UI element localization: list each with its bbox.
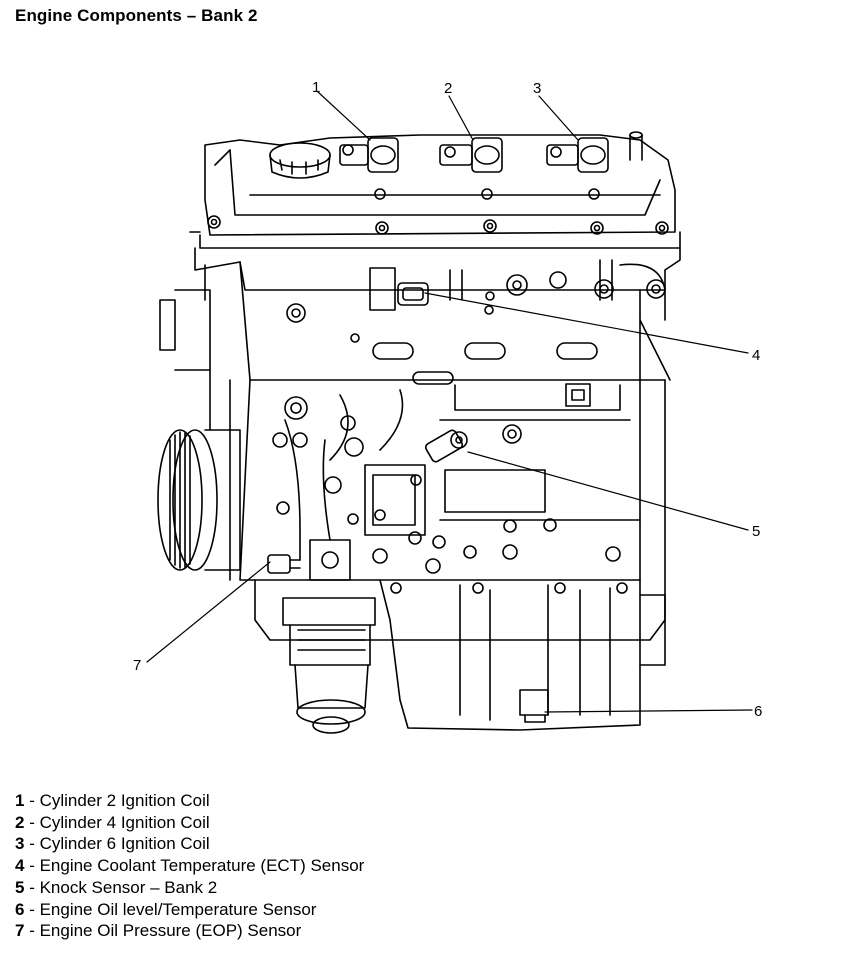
callout-2: 2 [444, 80, 452, 97]
legend-item: 2 - Cylinder 4 Ignition Coil [15, 812, 210, 832]
callout-7: 7 [133, 657, 141, 674]
cylinder-head [194, 247, 681, 385]
callout-3: 3 [533, 80, 541, 97]
legend-item: 4 - Engine Coolant Temperature (ECT) Sen… [15, 856, 365, 876]
oil-level-sensor [519, 689, 549, 723]
valve-cover [189, 134, 681, 249]
oil-pan [379, 579, 666, 731]
ignition-coil-3 [546, 137, 609, 173]
engine-block [239, 379, 666, 641]
page-title: Engine Components – Bank 2 [15, 6, 258, 25]
pcv-tube [629, 131, 643, 161]
knock-sensor [424, 429, 468, 463]
callout-6: 6 [754, 703, 762, 720]
legend-item: 6 - Engine Oil level/Temperature Sensor [15, 899, 317, 919]
legend-item: 5 - Knock Sensor – Bank 2 [15, 877, 218, 897]
engine-diagram: 1 2 3 4 5 6 7 [133, 79, 762, 734]
oil-filler-cap [269, 142, 331, 179]
oil-filter [282, 597, 376, 734]
callout-1: 1 [312, 79, 320, 96]
ect-sensor [397, 282, 429, 306]
legend-item: 3 - Cylinder 6 Ignition Coil [15, 834, 210, 854]
ignition-coil-1 [339, 137, 399, 173]
legend-item: 1 - Cylinder 2 Ignition Coil [15, 791, 210, 810]
oil-filter-adapter [284, 419, 351, 581]
legend: 1 - Cylinder 2 Ignition Coil 2 - Cylinde… [15, 790, 364, 942]
legend-item: 7 - Engine Oil Pressure (EOP) Sensor [15, 921, 302, 941]
eop-sensor [267, 554, 301, 574]
callout-5: 5 [752, 523, 760, 540]
valve-cover-bolts [207, 188, 669, 235]
callout-4: 4 [752, 347, 760, 364]
crankshaft-pulley [157, 289, 241, 581]
ignition-coil-2 [439, 137, 503, 173]
leader-lines [146, 91, 753, 713]
